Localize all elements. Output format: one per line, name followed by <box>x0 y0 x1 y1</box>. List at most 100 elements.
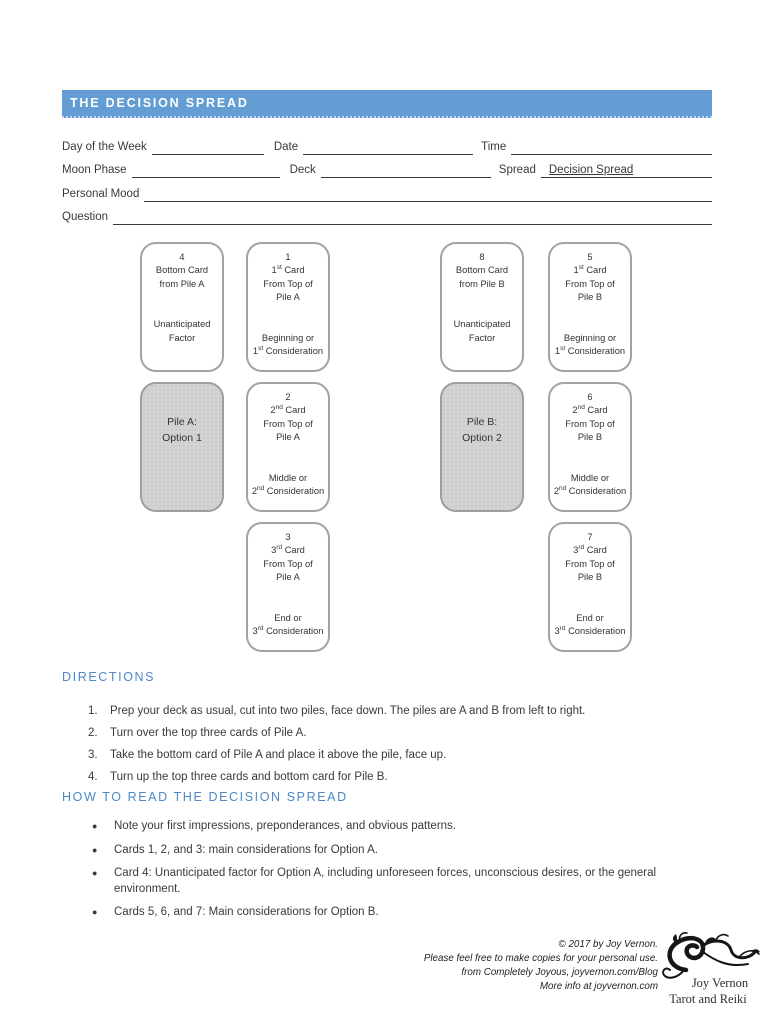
card-text-line <box>143 291 221 318</box>
card-text-line: Pile A <box>276 292 300 303</box>
card-text-line: Middle or <box>570 472 610 483</box>
reading-note-text: Cards 5, 6, and 7: Main considerations f… <box>114 906 379 918</box>
direction-number: 2. <box>88 727 98 739</box>
reading-note-text: Cards 1, 2, and 3: main considerations f… <box>114 843 379 856</box>
card-text-line: 1st Card <box>573 264 607 276</box>
direction-text: Take the bottom card of Pile A and place… <box>110 749 447 761</box>
card-text-line: 2nd Consideration <box>251 484 325 497</box>
reading-note-text: Card 4: Unanticipated factor for Option … <box>114 867 657 895</box>
personal-mood-line[interactable] <box>144 187 712 202</box>
card-text-line: 2nd Consideration <box>553 484 627 497</box>
card-text-line: Pile B <box>577 572 603 583</box>
card-text-line: Factor <box>168 332 196 343</box>
logo-name-text: Joy Vernon <box>692 976 749 990</box>
bullet-icon: ● <box>92 844 98 855</box>
card-text-line: Unanticipated <box>453 319 511 330</box>
card-text-line: Option 1 <box>162 431 202 444</box>
question-line[interactable] <box>113 210 712 225</box>
spread-pile-b: Pile B:Option 2 <box>440 382 524 512</box>
card-text-line: Middle or <box>268 472 308 483</box>
date-label: Date <box>273 140 299 153</box>
footer-line: from Completely Joyous, joyvernon.com/Bl… <box>461 967 658 978</box>
card-text-line: From Top of <box>263 418 313 429</box>
directions-list: 1.Prep your deck as usual, cut into two … <box>88 700 712 788</box>
card-text-line: 6 <box>587 392 593 402</box>
spread-label: Spread <box>498 164 536 176</box>
direction-item: 3. Take the bottom card of Pile A and pla… <box>88 744 712 766</box>
direction-text: Turn up the top three cards and bottom c… <box>110 771 388 783</box>
deck-line[interactable] <box>320 163 491 178</box>
card-text-line <box>249 445 327 472</box>
spread-pile-a: Pile A: Option 1 <box>140 382 224 512</box>
bullet-icon: ● <box>92 868 98 878</box>
form-row-4: Question <box>62 202 712 225</box>
card-text-line <box>551 305 629 332</box>
card-text-line: 1st Consideration <box>554 344 626 357</box>
card-text-line: Pile B <box>577 292 603 303</box>
card-text-line: 2 <box>285 392 291 402</box>
direction-number: 1. <box>88 705 98 717</box>
reading-note-item: ● Note your first impressions, prepondera… <box>92 819 712 835</box>
card-text-line: 1st Consideration <box>252 344 324 357</box>
direction-number: 3. <box>88 749 98 761</box>
direction-text: Turn over the top three cards of Pile A. <box>110 727 307 739</box>
card-text-line: 3rd Consideration <box>252 624 324 637</box>
card-text-line: Unanticipated <box>153 319 211 330</box>
card-text-line: Pile B <box>577 432 603 443</box>
card-text-line: 3 <box>285 532 291 542</box>
card-text-line: Pile A <box>276 432 300 443</box>
bullet-icon: ● <box>92 907 98 917</box>
card-text-line: Bottom Card <box>155 265 209 276</box>
reading-note-text: Note your first impressions, preponderan… <box>114 820 456 832</box>
directions-section: DIRECTIONS 1.Prep your deck as usual, cu… <box>62 668 712 788</box>
card-text-line: From Top of <box>263 278 313 289</box>
directions-heading: DIRECTIONS <box>62 670 156 684</box>
card-text-line: From Top of <box>565 558 615 569</box>
direction-number: 4. <box>88 771 98 783</box>
form-row-2: Moon Phase Deck Spread Decision Spread <box>62 155 712 178</box>
card-text-line: from Pile B <box>459 278 505 289</box>
card-text-line: End or <box>274 612 302 623</box>
card-text-line: From Top of <box>565 278 615 289</box>
direction-item: 2. Turn over the top three cards of Pile … <box>88 722 712 744</box>
card-text-line <box>551 585 629 612</box>
personal-mood-label: Personal Mood <box>62 187 140 200</box>
direction-item: 4. Turn up the top three cards and bottom… <box>88 766 712 788</box>
card-text-line: Pile B: <box>466 416 498 428</box>
card-text-line: 5 <box>587 252 593 262</box>
moon-phase-line[interactable] <box>131 163 280 178</box>
reading-notes-list: ● Note your first impressions, prepondera… <box>92 819 712 921</box>
header-form: Day of the Week Date Time Moon Phase Dec… <box>62 131 712 225</box>
card-text-line: 2nd Card <box>572 404 608 416</box>
card-text-line <box>551 445 629 472</box>
spread-value[interactable]: Decision Spread <box>540 162 712 178</box>
card-text-line: 3rd Card <box>271 544 305 556</box>
card-text-line: Pile A: <box>167 416 197 428</box>
day-of-week-line[interactable] <box>151 140 264 155</box>
date-line[interactable] <box>303 140 474 155</box>
moon-phase-label: Moon Phase <box>62 164 127 176</box>
bullet-icon: ● <box>92 821 98 831</box>
card-text-line <box>443 291 521 318</box>
time-line[interactable] <box>511 140 712 155</box>
card-text-line: Bottom Card <box>455 265 509 276</box>
card-text-line: Pile A <box>276 572 300 583</box>
footer-line: © 2017 by Joy Vernon. <box>558 939 658 950</box>
reading-note-item: ● Card 4: Unanticipated factor for Option… <box>92 866 712 897</box>
footer-line: More info at joyvernon.com <box>539 981 658 992</box>
form-row-1: Day of the Week Date Time <box>62 131 712 155</box>
card-text-line: 4 <box>179 252 185 262</box>
card-text-line: Factor <box>468 332 496 343</box>
card-text-line <box>249 585 327 612</box>
reading-note-item: ● Cards 5, 6, and 7: Main considerations … <box>92 905 712 921</box>
card-text-line: 1 <box>285 252 291 262</box>
card-text-line: 1st Card <box>271 264 305 276</box>
day-of-week-label: Day of the Week <box>62 140 147 153</box>
card-text-line: From Top of <box>565 418 615 429</box>
